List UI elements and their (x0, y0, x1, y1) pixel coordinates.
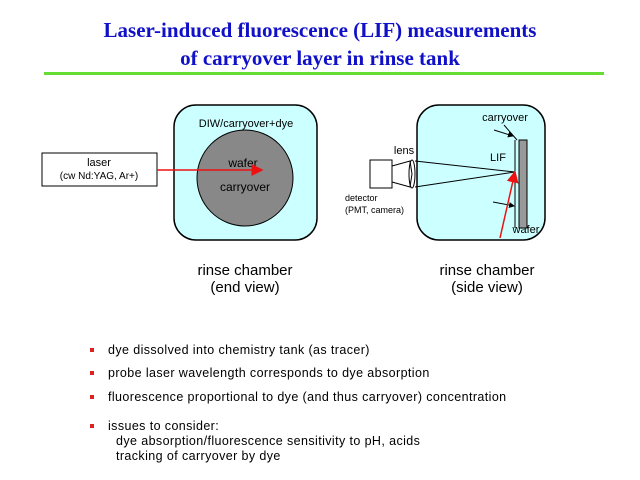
laser-spec-label: (cw Nd:YAG, Ar+) (60, 171, 138, 182)
side-view-caption: rinse chamber (side view) (412, 262, 562, 296)
carryover-pointer (493, 129, 514, 138)
bullet-marker (90, 371, 94, 375)
lif-label: LIF (490, 152, 506, 164)
slide-title-line-2: of carryover layer in rinse tank (180, 46, 460, 70)
collection-ray-top (414, 160, 516, 173)
detector-label: detector (345, 193, 378, 203)
end-view-caption: rinse chamber (end view) (170, 262, 320, 296)
bullet-text: dye dissolved into chemistry tank (as tr… (108, 343, 370, 357)
side-view-wafer (518, 139, 528, 229)
bullet-list: dye dissolved into chemistry tank (as tr… (88, 343, 628, 464)
bullet-marker (90, 395, 94, 399)
bullet-marker (90, 424, 94, 428)
laser-label: laser (87, 157, 111, 169)
bullet-text: fluorescence proportional to dye (and th… (108, 390, 507, 404)
end-view-chamber-label: DIW/carryover+dye (199, 118, 293, 130)
bullet-item: dye dissolved into chemistry tank (as tr… (88, 343, 628, 358)
bullet-item: probe laser wavelength corresponds to dy… (88, 366, 628, 381)
bullet-text: issues to consider: (108, 419, 220, 433)
bullet-item: fluorescence proportional to dye (and th… (88, 390, 628, 405)
issue-item: tracking of carryover by dye (116, 449, 281, 463)
side-view-laser-beam (499, 170, 519, 239)
end-view-carryover-label: carryover (220, 180, 270, 194)
side-view-carryover-label: carryover (482, 112, 528, 124)
bullet-text: probe laser wavelength corresponds to dy… (108, 366, 430, 380)
side-view-caption-line-1: rinse chamber (439, 262, 535, 279)
end-view-wafer (196, 129, 294, 227)
laser-box (41, 152, 158, 187)
carryover-pointer-2 (503, 124, 518, 141)
lens-label: lens (394, 145, 415, 157)
collection-ray-bottom (414, 171, 516, 188)
end-view-wafer-label: wafer (227, 156, 257, 170)
detector-box (369, 159, 393, 189)
detector-spec-label: (PMT, camera) (345, 205, 404, 215)
bullet-item: issues to consider: (88, 419, 628, 434)
end-view-caption-line-2: (end view) (210, 279, 280, 296)
end-view-caption-line-1: rinse chamber (197, 262, 293, 279)
slide-title-line-1: Laser-induced fluorescence (LIF) measure… (103, 18, 537, 42)
title-divider (44, 72, 604, 75)
bullet-marker (90, 348, 94, 352)
detector-cone (391, 160, 413, 188)
wafer-pointer (492, 201, 515, 209)
side-view-caption-line-2: (side view) (451, 279, 523, 296)
issue-item: dye absorption/fluorescence sensitivity … (116, 434, 421, 448)
